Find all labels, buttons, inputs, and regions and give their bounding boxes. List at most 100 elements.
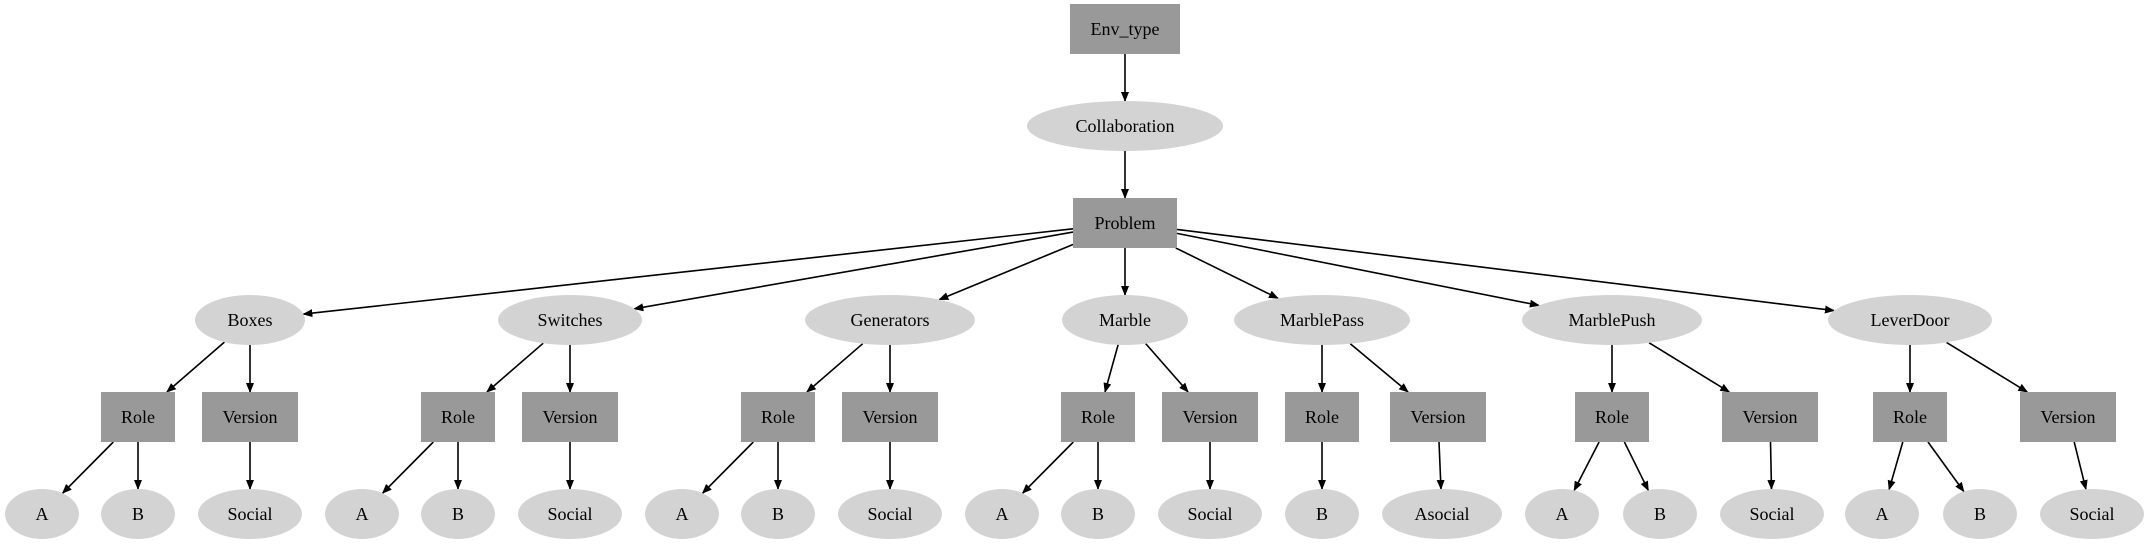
node-ellipse-shape [1158, 489, 1262, 539]
node-ellipse-shape [1943, 489, 2017, 539]
node-label: B [1974, 504, 1986, 524]
node-label: B [1654, 504, 1666, 524]
node-marblepass-b: B [1285, 489, 1359, 539]
edge-leverdoor_role-to-leverdoor_a [1887, 441, 1904, 491]
node-generators-version: Version [842, 392, 938, 442]
node-box-shape [1162, 392, 1258, 442]
node-label: Version [1183, 407, 1238, 427]
node-marblepush-role: Role [1575, 392, 1649, 442]
node-marblepush: MarblePush [1522, 295, 1702, 345]
edges-layer [61, 54, 2088, 494]
node-label: A [356, 504, 369, 524]
node-label: B [1092, 504, 1104, 524]
node-leverdoor-role: Role [1873, 392, 1947, 442]
node-label: B [132, 504, 144, 524]
node-box-shape [1070, 4, 1180, 54]
node-boxes-b: B [101, 489, 175, 539]
node-leverdoor-version: Version [2020, 392, 2116, 442]
node-marblepush-version: Version [1722, 392, 1818, 442]
node-switches-role: Role [421, 392, 495, 442]
node-label: Switches [538, 310, 603, 330]
node-env-type: Env_type [1070, 4, 1180, 54]
node-label: A [1556, 504, 1569, 524]
edge-marble-to-marble_version [1145, 343, 1189, 393]
node-box-shape [101, 392, 175, 442]
edge-marble_role-to-marble_a [1021, 441, 1074, 494]
node-box-shape [1285, 392, 1359, 442]
node-switches-b: B [421, 489, 495, 539]
node-boxes: Boxes [195, 295, 305, 345]
node-label: Role [441, 407, 475, 427]
edge-problem-to-leverdoor [1176, 228, 1835, 314]
node-boxes-social: Social [198, 489, 302, 539]
node-switches-a: A [325, 489, 399, 539]
edge-marblepass-to-marblepass_version [1349, 343, 1409, 393]
edge-marblepush_role-to-marblepush_a [1573, 441, 1600, 492]
node-box-shape [421, 392, 495, 442]
node-ellipse-shape [498, 295, 642, 345]
node-label: Social [548, 504, 593, 524]
node-switches-version: Version [522, 392, 618, 442]
node-boxes-role: Role [101, 392, 175, 442]
node-label: Version [543, 407, 598, 427]
node-ellipse-shape [421, 489, 495, 539]
node-label: Version [1411, 407, 1466, 427]
node-box-shape [1073, 198, 1177, 248]
node-problem: Problem [1073, 198, 1177, 248]
node-label: A [1876, 504, 1889, 524]
node-boxes-version: Version [202, 392, 298, 442]
node-label: Role [121, 407, 155, 427]
node-box-shape [1873, 392, 1947, 442]
node-box-shape [1061, 392, 1135, 442]
node-ellipse-shape [1027, 101, 1223, 151]
edge-problem-to-generators [938, 243, 1074, 301]
node-label: Marble [1099, 310, 1151, 330]
node-ellipse-shape [1525, 489, 1599, 539]
node-ellipse-shape [645, 489, 719, 539]
node-label: Role [761, 407, 795, 427]
node-label: MarblePush [1569, 310, 1656, 330]
node-label: Version [863, 407, 918, 427]
node-boxes-a: A [5, 489, 79, 539]
edge-leverdoor_version-to-leverdoor_social [2073, 441, 2088, 491]
node-switches-social: Social [518, 489, 622, 539]
node-label: A [996, 504, 1009, 524]
node-generators-a: A [645, 489, 719, 539]
node-ellipse-shape [195, 295, 305, 345]
node-label: Env_type [1091, 19, 1160, 39]
edge-boxes-to-boxes_role [166, 341, 225, 393]
node-ellipse-shape [198, 489, 302, 539]
node-ellipse-shape [1062, 295, 1188, 345]
node-label: Generators [851, 310, 930, 330]
node-marble-version: Version [1162, 392, 1258, 442]
node-label: Version [1743, 407, 1798, 427]
node-label: B [452, 504, 464, 524]
node-leverdoor: LeverDoor [1828, 295, 1992, 345]
node-marblepush-b: B [1623, 489, 1697, 539]
edge-marblepush_role-to-marblepush_b [1623, 441, 1650, 492]
node-ellipse-shape [1828, 295, 1992, 345]
node-marblepass: MarblePass [1234, 295, 1410, 345]
node-label: B [1316, 504, 1328, 524]
node-label: A [676, 504, 689, 524]
node-label: Boxes [228, 310, 273, 330]
node-label: Asocial [1415, 504, 1470, 524]
node-label: Role [1893, 407, 1927, 427]
node-ellipse-shape [325, 489, 399, 539]
node-ellipse-shape [1522, 295, 1702, 345]
node-label: LeverDoor [1871, 310, 1950, 330]
node-ellipse-shape [1285, 489, 1359, 539]
node-marblepass-asocial: Asocial [1382, 489, 1502, 539]
node-generators: Generators [805, 295, 975, 345]
edge-marblepush-to-marblepush_version [1648, 342, 1731, 393]
node-ellipse-shape [1382, 489, 1502, 539]
node-marblepush-a: A [1525, 489, 1599, 539]
node-collaboration: Collaboration [1027, 101, 1223, 151]
node-label: Social [1188, 504, 1233, 524]
node-marblepass-role: Role [1285, 392, 1359, 442]
edge-switches-to-switches_role [486, 342, 544, 393]
node-label: Problem [1095, 213, 1156, 233]
node-ellipse-shape [1720, 489, 1824, 539]
node-ellipse-shape [741, 489, 815, 539]
